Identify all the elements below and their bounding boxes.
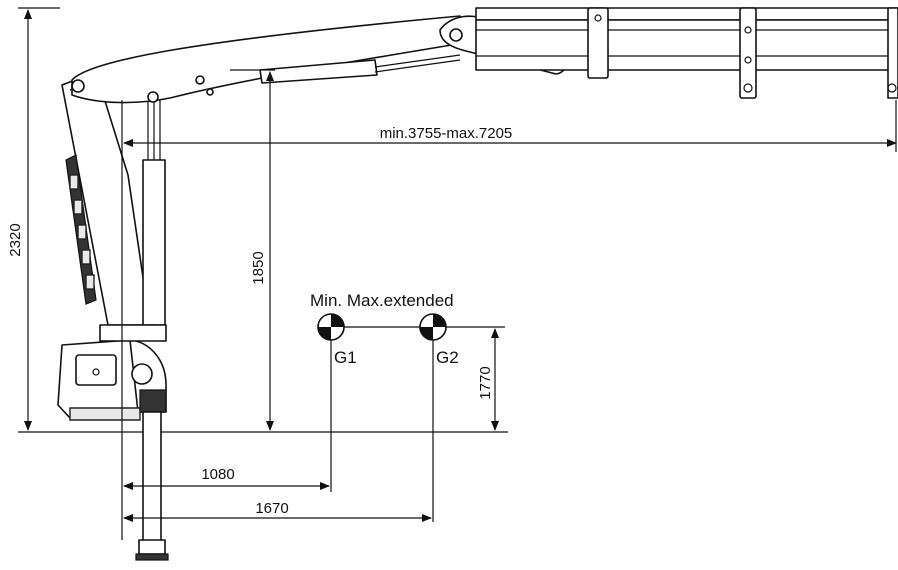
dimension-cog-height-label: 1770	[477, 366, 494, 399]
outer-boom	[475, 7, 898, 99]
stabilizer-leg	[135, 411, 169, 561]
boom-pin-icon	[147, 91, 159, 103]
cog-state-legend: Min. Max.extended	[310, 291, 454, 310]
g1-label: G1	[334, 348, 357, 367]
dimension-reach-label: min.3755-max.7205	[380, 125, 513, 142]
main-boom	[71, 15, 471, 104]
crane-column	[61, 71, 166, 336]
dimension-g2-distance: 1670	[123, 500, 432, 522]
dimension-g1-distance-label: 1080	[201, 466, 234, 483]
g2-label: G2	[436, 348, 459, 367]
dimension-height-total-label: 2320	[7, 223, 24, 256]
column-top-pin-icon	[71, 79, 85, 93]
dimension-g2-distance-label: 1670	[255, 500, 288, 517]
g1-marker-icon	[317, 313, 345, 341]
dimension-height-hook: 1850	[230, 69, 275, 431]
dimension-cog-height: 1770	[477, 328, 499, 431]
g2-marker-icon	[419, 313, 447, 341]
dimension-reach: min.3755-max.7205	[123, 100, 897, 152]
dimension-height-hook-label: 1850	[250, 251, 267, 284]
dimension-g1-distance: 1080	[123, 466, 330, 490]
crane-base	[57, 324, 167, 421]
dimension-height-total: 2320	[7, 7, 60, 431]
cog-legend: Min. Max.extended G1 G2	[310, 291, 505, 522]
